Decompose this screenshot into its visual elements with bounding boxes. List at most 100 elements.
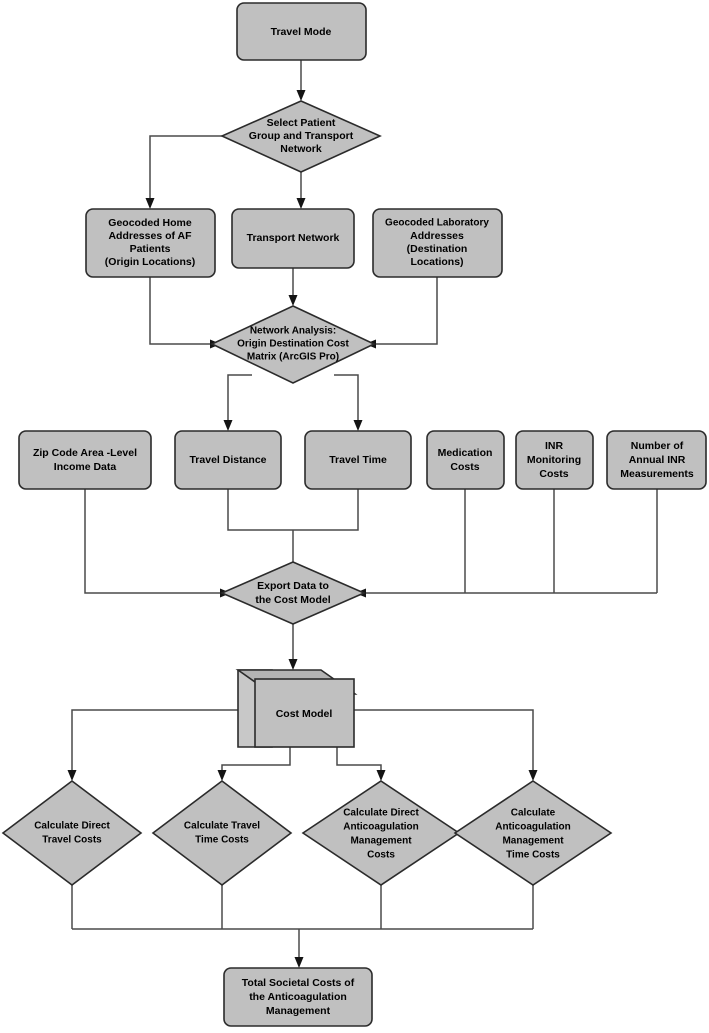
calc-direct-acm-label-line2: Anticoagulation [343, 822, 419, 833]
node-total-societal[interactable]: Total Societal Costs of the Anticoagulat… [223, 967, 373, 1027]
node-medication-costs[interactable]: Medication Costs [426, 430, 505, 490]
calc-direct-acm-label-line1: Calculate Direct [343, 808, 419, 819]
edge-network-analysis-to-travel-distance [227, 374, 252, 422]
total-societal-box[interactable] [223, 967, 373, 1027]
arrowhead [376, 770, 386, 781]
edge-cost-model-to-calc-acm-time [354, 709, 534, 772]
geocoded-lab-label-line3: (Destination [407, 243, 468, 255]
cost-model-front-face[interactable] [254, 678, 355, 748]
network-analysis-diamond[interactable] [210, 305, 376, 384]
travel-time-label: Travel Time [329, 454, 387, 466]
calc-direct-travel-diamond[interactable] [1, 779, 143, 887]
node-geocoded-lab[interactable]: Geocoded Laboratory Addresses (Destinati… [372, 208, 503, 278]
calc-acm-time-label-line3: Management [502, 836, 564, 847]
geocoded-home-box[interactable] [85, 208, 216, 278]
node-network-analysis[interactable]: Network Analysis: Origin Destination Cos… [210, 305, 376, 384]
node-transport-network[interactable]: Transport Network [231, 208, 355, 269]
medication-costs-box[interactable] [426, 430, 505, 490]
network-analysis-label-line3: Matrix (ArcGIS Pro) [247, 352, 339, 363]
calc-travel-time-label-line2: Time Costs [195, 835, 249, 846]
total-societal-label-line1: Total Societal Costs of [242, 977, 355, 989]
travel-distance-box[interactable] [174, 430, 282, 490]
transport-network-box[interactable] [231, 208, 355, 269]
node-calc-acm-time[interactable]: Calculate Anticoagulation Management Tim… [453, 780, 613, 886]
calc-direct-travel-label-line2: Travel Costs [42, 835, 102, 846]
geocoded-home-label-line3: Patients [130, 243, 171, 255]
arrowhead [296, 198, 306, 209]
travel-distance-label: Travel Distance [189, 454, 266, 466]
edge-cost-model-to-calc-travel-time [221, 747, 291, 772]
edge-geocoded-lab-to-network-analysis [374, 277, 438, 345]
geocoded-home-label-line2: Addresses of AF [108, 230, 192, 242]
arrowhead [294, 957, 304, 968]
annual-inr-label-line3: Measurements [620, 468, 694, 480]
arrowhead [288, 659, 298, 670]
calc-direct-acm-diamond[interactable] [301, 780, 461, 886]
calc-acm-time-label-line2: Anticoagulation [495, 822, 571, 833]
node-calc-direct-acm[interactable]: Calculate Direct Anticoagulation Managem… [301, 780, 461, 886]
edge-geocoded-home-to-network-analysis [149, 277, 212, 345]
geocoded-lab-label-line1: Geocoded Laboratory [385, 218, 489, 229]
calc-direct-acm-label-line3: Management [350, 836, 412, 847]
arrowhead [67, 770, 77, 781]
node-inr-monitoring[interactable]: INR Monitoring Costs [515, 430, 594, 490]
transport-network-label: Transport Network [247, 232, 340, 244]
node-zip-income[interactable]: Zip Code Area -Level Income Data [18, 430, 152, 490]
node-export-data[interactable]: Export Data to the Cost Model [220, 561, 366, 625]
select-patient-label-line1: Select Patient [267, 117, 336, 129]
node-travel-mode[interactable]: Travel Mode [236, 2, 367, 61]
edge-cost-model-to-calc-direct-acm [336, 747, 382, 772]
network-analysis-label-line2: Origin Destination Cost [237, 339, 349, 350]
travel-time-box[interactable] [304, 430, 412, 490]
calc-direct-travel-label-line1: Calculate Direct [34, 821, 110, 832]
select-patient-label-line3: Network [280, 143, 322, 155]
export-data-diamond[interactable] [220, 561, 366, 625]
node-cost-model[interactable]: Cost Model [235, 669, 358, 748]
calc-acm-time-diamond[interactable] [453, 780, 613, 886]
node-calc-travel-time[interactable]: Calculate Travel Time Costs [151, 779, 293, 887]
arrowhead [353, 420, 363, 431]
annual-inr-box[interactable] [606, 430, 707, 490]
node-travel-time[interactable]: Travel Time [304, 430, 412, 490]
zip-income-box[interactable] [18, 430, 152, 490]
network-analysis-label-line1: Network Analysis: [250, 326, 336, 337]
geocoded-lab-box[interactable] [372, 208, 503, 278]
export-data-label-line1: Export Data to [257, 580, 329, 592]
inr-monitoring-label-line1: INR [545, 440, 564, 452]
edge-network-analysis-to-travel-time [334, 374, 359, 422]
zip-income-label-line2: Income Data [54, 461, 117, 473]
arrowhead [217, 770, 227, 781]
node-select-patient[interactable]: Select Patient Group and Transport Netwo… [220, 100, 382, 173]
select-patient-label-line2: Group and Transport [249, 130, 354, 142]
total-societal-label-line3: Management [266, 1005, 331, 1017]
edge-distance-time-merge [227, 489, 359, 531]
edge-zip-income-to-export-data [84, 489, 222, 594]
arrowhead [296, 90, 306, 101]
inr-monitoring-box[interactable] [515, 430, 594, 490]
calc-travel-time-label-line1: Calculate Travel [184, 821, 260, 832]
node-calc-direct-travel[interactable]: Calculate Direct Travel Costs [1, 779, 143, 887]
zip-income-label-line1: Zip Code Area -Level [33, 447, 137, 459]
node-annual-inr[interactable]: Number of Annual INR Measurements [606, 430, 707, 490]
arrowhead [223, 420, 233, 431]
edge-layer [67, 60, 658, 968]
calc-acm-time-label-line1: Calculate [511, 808, 556, 819]
geocoded-home-label-line1: Geocoded Home [108, 217, 192, 229]
select-patient-diamond[interactable] [220, 100, 382, 173]
edge-cost-model-to-calc-direct-travel [71, 709, 250, 772]
inr-monitoring-label-line3: Costs [539, 468, 568, 480]
geocoded-lab-label-line2: Addresses [410, 230, 464, 242]
calc-travel-time-diamond[interactable] [151, 779, 293, 887]
cost-model-label: Cost Model [276, 708, 333, 720]
calc-direct-acm-label-line4: Costs [367, 850, 395, 861]
arrowhead [288, 295, 298, 306]
edge-select-patient-to-geocoded-home [149, 135, 222, 200]
medication-costs-label-line1: Medication [438, 447, 493, 459]
annual-inr-label-line2: Annual INR [629, 454, 686, 466]
node-travel-distance[interactable]: Travel Distance [174, 430, 282, 490]
inr-monitoring-label-line2: Monitoring [527, 454, 581, 466]
node-geocoded-home[interactable]: Geocoded Home Addresses of AF Patients (… [85, 208, 216, 278]
total-societal-label-line2: the Anticoagulation [249, 991, 347, 1003]
travel-mode-box[interactable] [236, 2, 367, 61]
